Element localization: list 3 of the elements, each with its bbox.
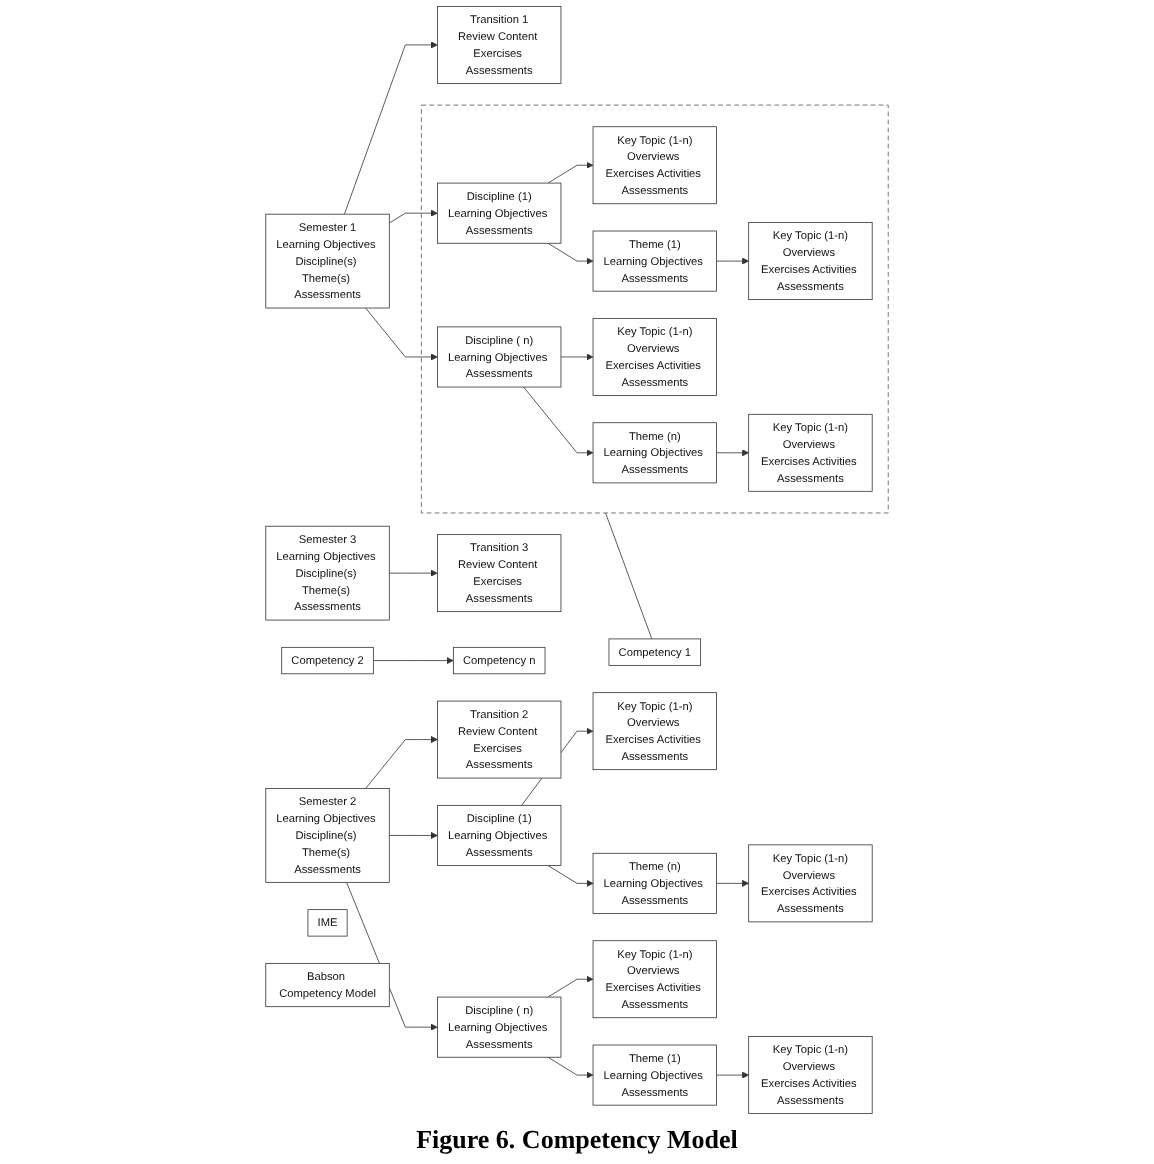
- connector: [605, 512, 653, 640]
- cluster: [421, 104, 889, 514]
- figure-caption: Figure 6. Competency Model: [416, 1122, 738, 1158]
